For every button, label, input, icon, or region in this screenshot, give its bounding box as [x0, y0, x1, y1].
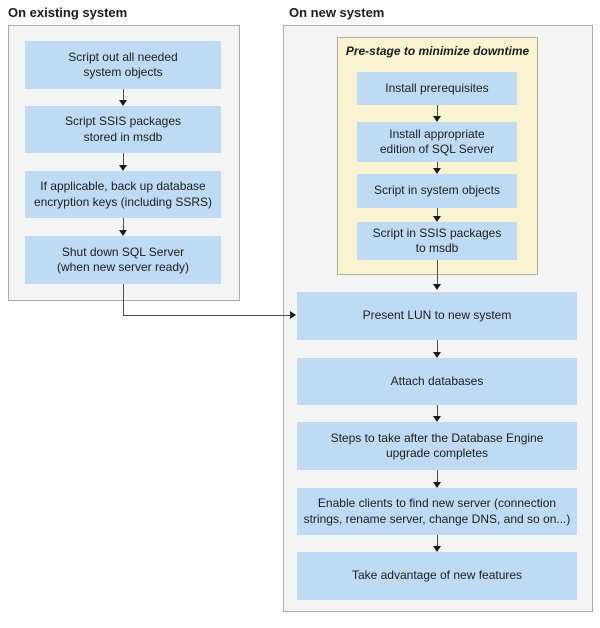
- arrow-line: [437, 105, 438, 118]
- step-backup-encryption-keys: If applicable, back up database encrypti…: [25, 171, 221, 218]
- down-arrow: [119, 218, 128, 236]
- step-script-ssis-packages: Script SSIS packages stored in msdb: [25, 106, 221, 153]
- arrow-line: [123, 218, 124, 232]
- arrow-line: [437, 340, 438, 354]
- step-enable-clients: Enable clients to find new server (conne…: [297, 488, 577, 535]
- down-arrow: [433, 260, 442, 290]
- arrow-line: [437, 405, 438, 418]
- elbow-connector-vertical: [123, 284, 124, 316]
- arrow-head: [433, 116, 441, 122]
- arrow-line: [437, 162, 438, 170]
- elbow-connector-arrow-head: [290, 311, 296, 319]
- arrow-head: [433, 216, 441, 222]
- step-present-lun: Present LUN to new system: [297, 292, 577, 340]
- down-arrow: [433, 470, 442, 488]
- arrow-head: [119, 100, 127, 106]
- arrow-head: [119, 165, 127, 171]
- step-install-prerequisites: Install prerequisites: [357, 72, 517, 105]
- arrow-head: [433, 482, 441, 488]
- step-script-out-system-objects: Script out all needed system objects: [25, 41, 221, 89]
- arrow-head: [433, 352, 441, 358]
- arrow-line: [437, 535, 438, 548]
- arrow-line: [437, 208, 438, 218]
- step-script-in-ssis-packages: Script in SSIS packages to msdb: [357, 222, 517, 260]
- down-arrow: [119, 153, 128, 171]
- arrow-line: [437, 470, 438, 484]
- step-script-in-system-objects: Script in system objects: [357, 174, 517, 208]
- arrow-head: [433, 284, 441, 290]
- existing-system-column-title: On existing system: [8, 5, 128, 20]
- down-arrow: [433, 162, 442, 174]
- down-arrow: [433, 535, 442, 552]
- arrow-head: [433, 416, 441, 422]
- down-arrow: [433, 208, 442, 222]
- down-arrow: [433, 105, 442, 122]
- step-take-advantage-new-features: Take advantage of new features: [297, 552, 577, 600]
- step-shut-down-sql-server: Shut down SQL Server (when new server re…: [25, 236, 221, 284]
- arrow-head: [433, 168, 441, 174]
- elbow-connector-horizontal: [123, 315, 290, 316]
- arrow-head: [119, 230, 127, 236]
- down-arrow: [433, 340, 442, 358]
- arrow-head: [433, 546, 441, 552]
- arrow-line: [437, 260, 438, 286]
- step-install-sql-edition: Install appropriate edition of SQL Serve…: [357, 122, 517, 162]
- down-arrow: [433, 405, 442, 422]
- arrow-line: [123, 153, 124, 167]
- prestage-title: Pre-stage to minimize downtime: [345, 44, 530, 58]
- step-attach-databases: Attach databases: [297, 358, 577, 405]
- step-post-upgrade-steps: Steps to take after the Database Engine …: [297, 422, 577, 470]
- down-arrow: [119, 89, 128, 106]
- new-system-column-title: On new system: [289, 5, 385, 20]
- arrow-line: [123, 89, 124, 102]
